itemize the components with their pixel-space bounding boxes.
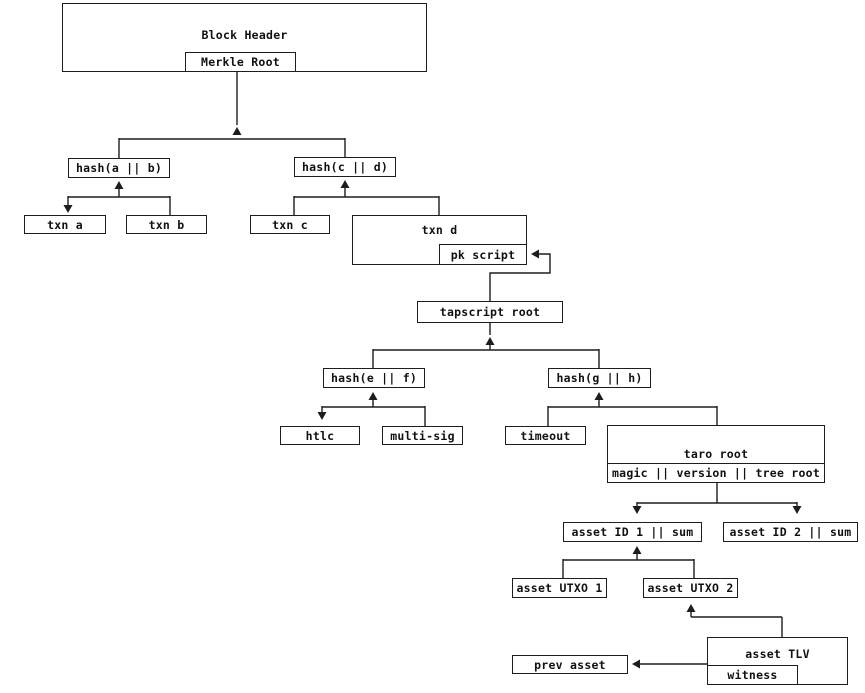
arrow-down-icon	[792, 506, 802, 514]
block-header-label: Block Header	[201, 28, 288, 42]
node-multi-sig: multi-sig	[382, 426, 463, 445]
edge-merkle-to-hashes	[118, 72, 346, 158]
node-tapscript-root: tapscript root	[417, 301, 563, 323]
node-block-header: Block Header Merkle Root	[62, 3, 427, 72]
node-asset-id-1: asset ID 1 || sum	[563, 522, 702, 542]
merkle-root-label: Merkle Root	[201, 55, 280, 69]
arrow-down-icon	[632, 506, 642, 514]
tapscript-root-label: tapscript root	[439, 305, 541, 319]
node-asset-tlv: asset TLV witness	[707, 637, 848, 685]
node-prev-asset: prev asset	[512, 655, 628, 674]
taro-root-fields-row: magic || version || tree root	[608, 463, 824, 482]
asset-id-1-label: asset ID 1 || sum	[571, 525, 694, 539]
arrow-up-icon	[632, 546, 642, 554]
txn-d-label: txn d	[421, 223, 458, 237]
node-hash-gh: hash(g || h)	[548, 368, 651, 388]
edge-hash-cd-to-txns	[293, 180, 440, 215]
taro-root-label: taro root	[683, 447, 749, 461]
hash-ab-label: hash(a || b)	[75, 161, 163, 175]
htlc-label: htlc	[305, 428, 335, 443]
node-timeout: timeout	[505, 426, 586, 445]
node-txn-d: txn d pk script	[352, 215, 527, 265]
asset-tlv-label: asset TLV	[745, 647, 810, 661]
pk-script-label: pk script	[450, 247, 516, 262]
arrow-up-icon	[686, 604, 696, 612]
edge-tlv-to-utxo2	[686, 604, 783, 637]
hash-ef-label: hash(e || f)	[330, 371, 418, 385]
node-txn-c: txn c	[250, 215, 330, 234]
node-asset-id-2: asset ID 2 || sum	[723, 522, 858, 542]
witness-label: witness	[727, 668, 778, 682]
hash-gh-label: hash(g || h)	[556, 371, 643, 385]
node-taro-root: taro root magic || version || tree root	[607, 425, 825, 483]
multi-sig-label: multi-sig	[390, 428, 455, 443]
arrow-up-icon	[485, 337, 495, 345]
arrow-down-icon	[63, 205, 73, 213]
node-witness: witness	[708, 665, 798, 684]
node-asset-utxo-1: asset UTXO 1	[512, 578, 607, 598]
edge-tapscript-to-hashes	[372, 323, 600, 368]
node-txn-b: txn b	[126, 215, 207, 234]
arrow-up-icon	[114, 181, 124, 189]
prev-asset-label: prev asset	[534, 657, 606, 672]
arrow-down-icon	[317, 412, 327, 420]
asset-utxo-1-label: asset UTXO 1	[516, 581, 603, 595]
txn-a-label: txn a	[47, 217, 83, 232]
taro-fields-label: magic || version || tree root	[611, 466, 821, 480]
edge-taro-to-asset-ids	[632, 483, 802, 514]
edge-hash-gh-to-scripts	[547, 392, 718, 426]
node-merkle-root: Merkle Root	[185, 52, 296, 71]
arrow-left-icon	[632, 659, 640, 669]
node-hash-ef: hash(e || f)	[323, 368, 425, 388]
arrow-up-icon	[368, 392, 378, 400]
asset-utxo-2-label: asset UTXO 2	[647, 581, 734, 595]
arrow-up-icon	[594, 392, 604, 400]
node-txn-a: txn a	[24, 215, 106, 234]
edge-asset-id1-to-utxos	[562, 546, 695, 578]
timeout-label: timeout	[520, 428, 571, 443]
edge-hash-ef-to-scripts	[317, 392, 426, 426]
txn-c-label: txn c	[272, 217, 308, 232]
edge-hash-ab-to-txns	[63, 181, 171, 215]
node-hash-ab: hash(a || b)	[68, 158, 170, 178]
node-htlc: htlc	[280, 426, 360, 445]
node-asset-utxo-2: asset UTXO 2	[643, 578, 738, 598]
arrow-up-icon	[340, 180, 350, 188]
arrow-left-icon	[531, 249, 539, 259]
edge-tlv-to-prev-asset	[632, 659, 707, 669]
arrow-up-icon	[232, 127, 242, 135]
node-hash-cd: hash(c || d)	[294, 157, 396, 177]
hash-cd-label: hash(c || d)	[301, 160, 389, 174]
asset-id-2-label: asset ID 2 || sum	[729, 525, 852, 539]
txn-b-label: txn b	[148, 217, 185, 232]
node-pk-script: pk script	[439, 244, 526, 264]
